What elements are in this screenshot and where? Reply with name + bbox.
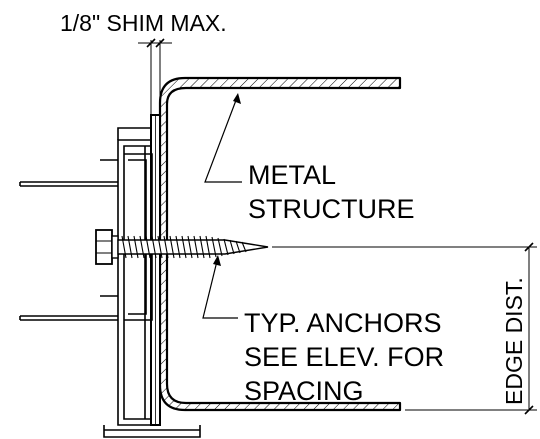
- shim: [150, 114, 161, 426]
- metal-structure-leader: [204, 93, 242, 183]
- edge-distance-dimension: [272, 242, 537, 415]
- anchors-label-line-1: TYP. ANCHORS: [244, 308, 442, 338]
- shim-dimension: [138, 38, 172, 115]
- anchors-label-line-3: SPACING: [244, 376, 364, 406]
- edge-dist-label: EDGE DIST.: [501, 277, 527, 405]
- metal-structure-label-line-1: METAL: [248, 160, 336, 190]
- metal-structure-label-line-2: STRUCTURE: [248, 194, 415, 224]
- window-frame-extrusion: [19, 127, 201, 438]
- shim-label: 1/8" SHIM MAX.: [60, 10, 227, 36]
- anchor-screw: [95, 229, 269, 265]
- anchors-label-line-2: SEE ELEV. FOR: [244, 342, 444, 372]
- metal-structure-channel: [158, 76, 402, 412]
- anchors-leader: [202, 255, 238, 319]
